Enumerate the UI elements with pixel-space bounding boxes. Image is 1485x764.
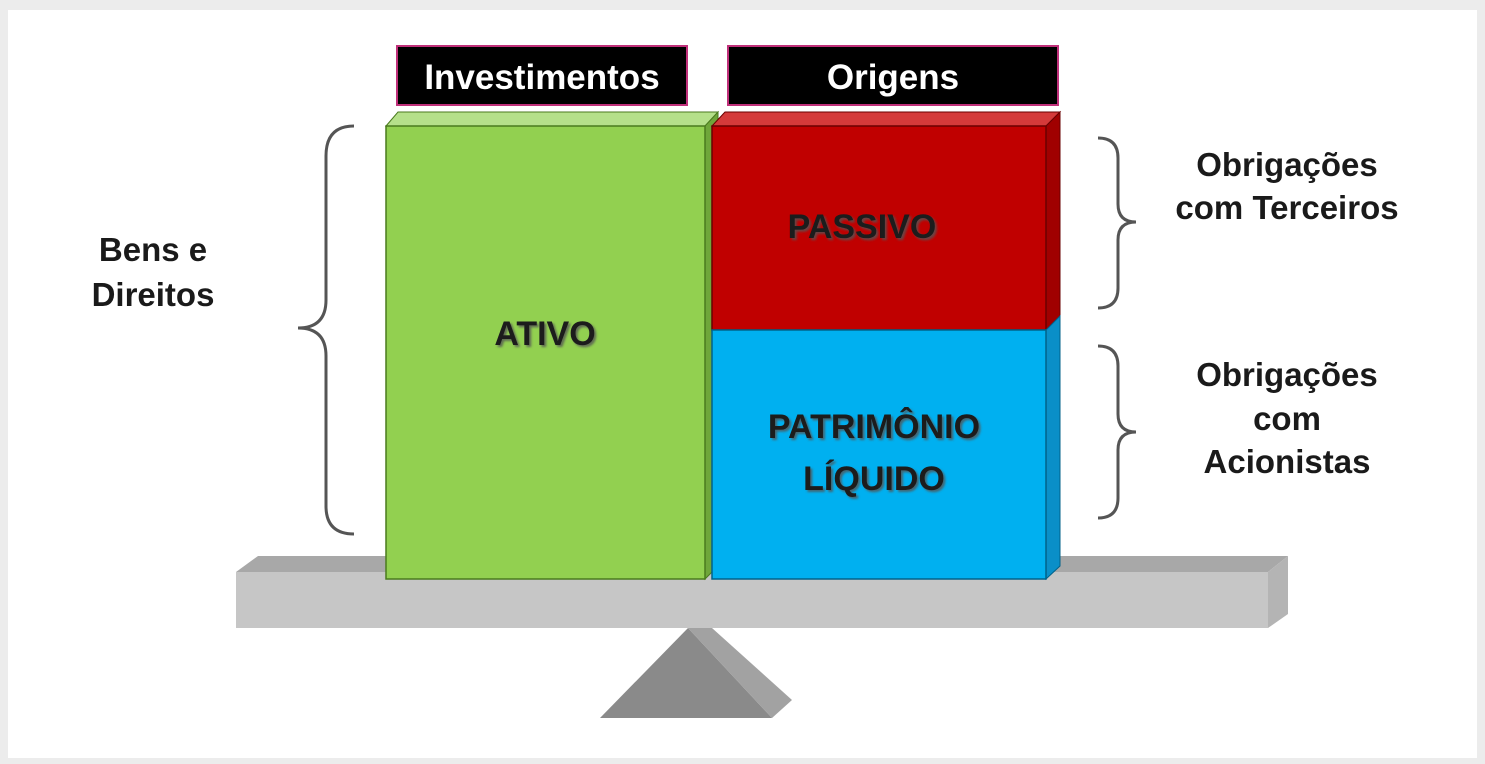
bens-direitos-line1: Bens e [99,231,207,268]
acionistas-line3: Acionistas [1204,443,1371,480]
acionistas-line2: com [1253,400,1321,437]
passivo-block [710,110,1062,332]
bens-direitos-line2: Direitos [92,276,215,313]
header-origens-label: Origens [827,58,959,97]
header-investimentos: Investimentos [396,45,688,106]
passivo-label: PASSIVO [788,208,937,246]
brace-bens-direitos [297,124,355,536]
header-origens: Origens [727,45,1059,106]
brace-obrigacoes-terceiros [1097,136,1137,310]
ativo-label: ATIVO [494,315,595,353]
patrimonio-liquido-block [711,314,1061,581]
ativo-block [384,110,720,581]
patrimonio-label-line1: PATRIMÔNIO [768,407,980,446]
scale-fulcrum [600,628,792,718]
acionistas-line1: Obrigações [1196,356,1378,393]
header-investimentos-label: Investimentos [424,58,659,97]
terceiros-line2: com Terceiros [1175,189,1398,226]
terceiros-line1: Obrigações [1196,146,1378,183]
brace-obrigacoes-acionistas [1097,344,1137,520]
patrimonio-label-line2: LÍQUIDO [803,460,945,498]
